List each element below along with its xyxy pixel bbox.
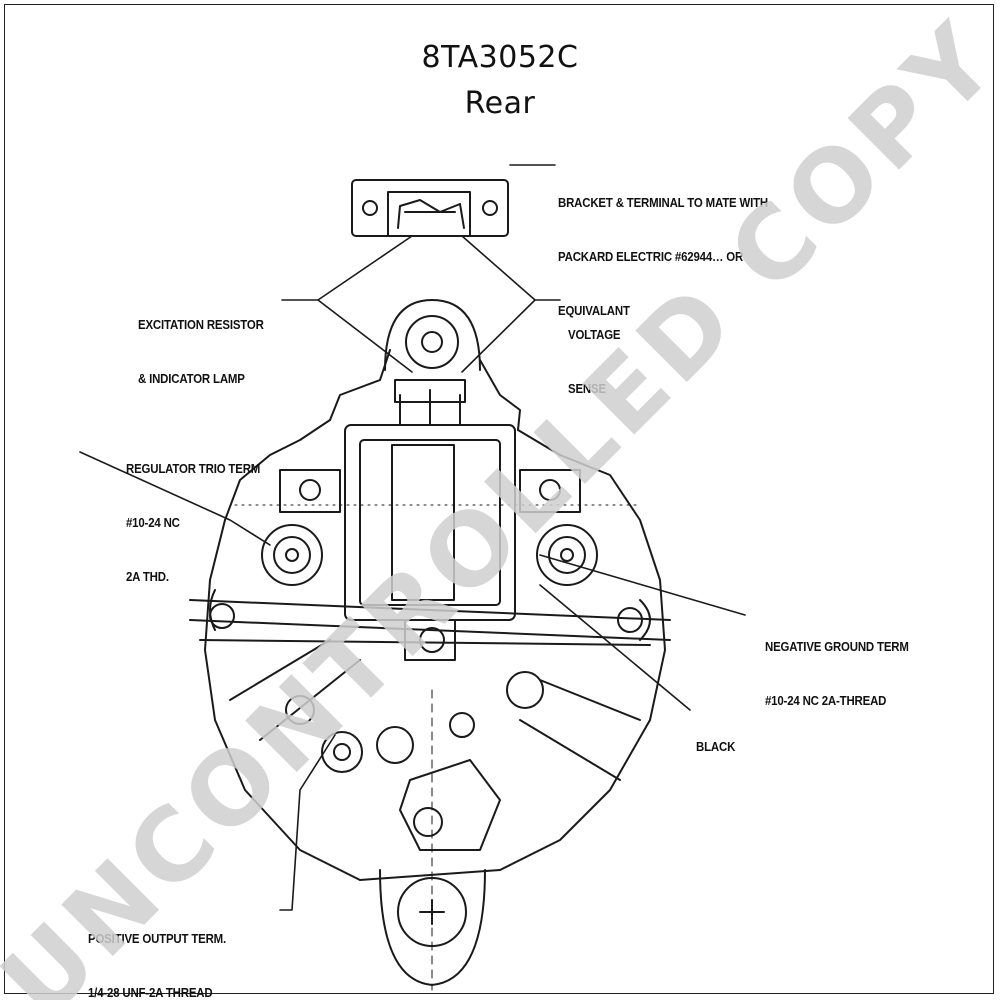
callout-negative-line-2: #10-24 NC 2A-THREAD: [765, 693, 887, 708]
regulator-block: [344, 379, 516, 661]
callout-regulator-line-2: #10-24 NC: [126, 515, 180, 530]
callout-positive-output: POSITIVE OUTPUT TERM. 1/4-28 UNF-2A THRE…: [88, 894, 226, 1000]
part-number-title: 8TA3052C: [421, 40, 579, 75]
callout-positive-line-2: 1/4-28 UNF-2A THREAD: [88, 985, 213, 1000]
callout-black-line-1: BLACK: [696, 739, 736, 754]
callout-voltage-line-1: VOLTAGE: [568, 327, 621, 342]
callout-voltage-line-2: SENSE: [568, 381, 606, 396]
callout-excitation-line-1: EXCITATION RESISTOR: [138, 317, 264, 332]
terminal-studs: [261, 524, 598, 773]
connector-bracket: [351, 179, 509, 237]
callout-black: BLACK: [696, 702, 735, 792]
callout-regulator-line-3: 2A THD.: [126, 569, 169, 584]
callout-positive-line-1: POSITIVE OUTPUT TERM.: [88, 931, 227, 946]
callout-voltage-sense: VOLTAGE SENSE: [568, 290, 621, 434]
drawing-frame: [4, 4, 994, 994]
bottom-pivot-mount: [359, 689, 501, 991]
callout-excitation-resistor: EXCITATION RESISTOR & INDICATOR LAMP: [138, 280, 264, 424]
callout-regulator-line-1: REGULATOR TRIO TERM: [126, 461, 261, 476]
callout-bracket: BRACKET & TERMINAL TO MATE WITH PACKARD …: [558, 158, 768, 356]
view-subtitle: Rear: [464, 86, 536, 121]
callout-bracket-line-3: EQUIVALANT: [558, 303, 630, 318]
callout-regulator-trio: REGULATOR TRIO TERM #10-24 NC 2A THD.: [126, 424, 260, 622]
callout-negative-line-1: NEGATIVE GROUND TERM: [765, 639, 909, 654]
callout-negative-ground: NEGATIVE GROUND TERM #10-24 NC 2A-THREAD: [765, 602, 909, 746]
alternator-housing: [189, 299, 671, 881]
mounting-ears: [209, 469, 643, 633]
leader-lines: [79, 164, 746, 911]
callout-bracket-line-1: BRACKET & TERMINAL TO MATE WITH: [558, 195, 768, 210]
callout-bracket-line-2: PACKARD ELECTRIC #62944… OR: [558, 249, 744, 264]
callout-excitation-line-2: & INDICATOR LAMP: [138, 371, 245, 386]
